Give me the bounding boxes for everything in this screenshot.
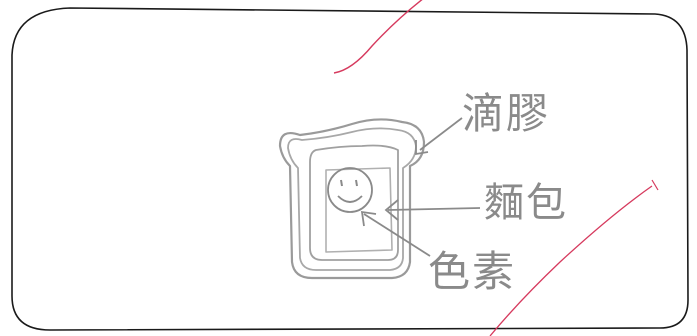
toast-outer-outline-2 <box>287 127 417 271</box>
pigment-pointer-head <box>360 210 377 227</box>
face-outline <box>327 167 373 213</box>
label-bread: 麵包 <box>484 180 568 226</box>
label-glue: 滴膠 <box>462 89 551 138</box>
toast-inner-crust <box>309 144 399 261</box>
face-left-eye <box>340 179 343 187</box>
bread-pointer-line <box>387 207 481 211</box>
toast-inner-square <box>325 167 393 253</box>
red-mark-tick <box>651 179 659 191</box>
pigment-pointer-line <box>363 213 431 257</box>
panel-border <box>11 7 689 331</box>
toast-outer-outline <box>278 118 426 280</box>
glue-pointer-line <box>419 117 463 151</box>
glue-pointer-head <box>415 140 429 156</box>
bread-pointer-head <box>384 199 399 221</box>
face-right-eye <box>355 179 358 187</box>
label-pigment: 色素 <box>428 247 517 296</box>
face-mouth <box>337 195 363 203</box>
red-mark-bottom <box>489 185 653 336</box>
red-mark-top <box>333 0 423 74</box>
